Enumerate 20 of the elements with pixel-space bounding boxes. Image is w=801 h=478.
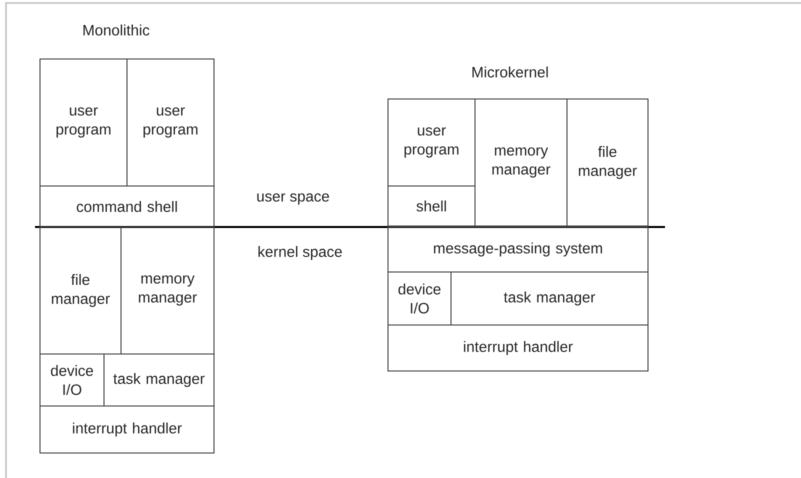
box: file manager — [566, 98, 648, 226]
box: command shell — [40, 186, 214, 228]
heading: Microkernel — [472, 66, 548, 78]
box: memory manager — [120, 226, 214, 354]
region-label: kernel space — [258, 246, 342, 260]
box: user program — [388, 98, 476, 186]
box: memory manager — [474, 98, 568, 226]
box: device I/O — [388, 272, 452, 326]
box: task manager — [104, 354, 214, 406]
box: message-passing system — [388, 226, 648, 272]
box: interrupt handler — [40, 406, 214, 454]
box: file manager — [40, 226, 122, 354]
box: device I/O — [40, 354, 104, 406]
box: task manager — [450, 272, 648, 326]
box: interrupt handler — [388, 324, 648, 372]
region-label: user space — [257, 193, 329, 205]
box: shell — [388, 186, 476, 226]
heading: Monolithic — [83, 24, 150, 36]
box: user program — [126, 58, 214, 186]
box: user program — [40, 58, 128, 186]
